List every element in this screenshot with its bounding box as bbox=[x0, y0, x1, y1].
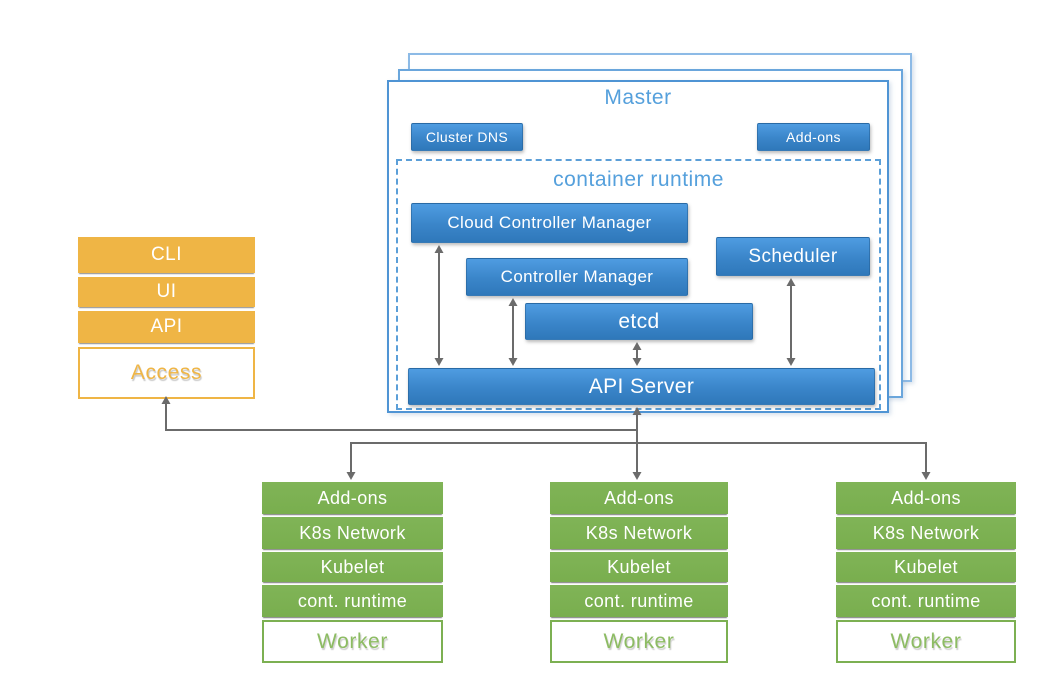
worker-row-cont-runtime: cont. runtime bbox=[836, 585, 1016, 617]
worker-stack-1: Add-ons K8s Network Kubelet cont. runtim… bbox=[262, 482, 443, 663]
access-row-ui: UI bbox=[78, 277, 255, 307]
scheduler-node: Scheduler bbox=[716, 237, 870, 276]
worker-stack-2: Add-ons K8s Network Kubelet cont. runtim… bbox=[550, 482, 728, 663]
worker-label: Worker bbox=[836, 620, 1016, 663]
worker-row-addons: Add-ons bbox=[836, 482, 1016, 514]
access-label: Access bbox=[78, 347, 255, 399]
controller-manager-node: Controller Manager bbox=[466, 258, 688, 296]
worker-row-cont-runtime: cont. runtime bbox=[262, 585, 443, 617]
cluster-dns-node: Cluster DNS bbox=[411, 123, 523, 151]
etcd-node: etcd bbox=[525, 303, 753, 340]
worker-row-k8s-network: K8s Network bbox=[836, 517, 1016, 549]
master-title: Master bbox=[604, 86, 672, 109]
worker-row-cont-runtime: cont. runtime bbox=[550, 585, 728, 617]
worker-row-k8s-network: K8s Network bbox=[550, 517, 728, 549]
worker-row-kubelet: Kubelet bbox=[550, 552, 728, 582]
access-stack: CLI UI API Access bbox=[78, 237, 255, 399]
worker-label: Worker bbox=[550, 620, 728, 663]
container-runtime-title: container runtime bbox=[553, 168, 724, 191]
worker-row-addons: Add-ons bbox=[262, 482, 443, 514]
worker-row-kubelet: Kubelet bbox=[836, 552, 1016, 582]
worker-row-kubelet: Kubelet bbox=[262, 552, 443, 582]
access-row-cli: CLI bbox=[78, 237, 255, 273]
cloud-controller-manager-node: Cloud Controller Manager bbox=[411, 203, 688, 243]
worker-row-addons: Add-ons bbox=[550, 482, 728, 514]
master-addons-node: Add-ons bbox=[757, 123, 870, 151]
worker-row-k8s-network: K8s Network bbox=[262, 517, 443, 549]
worker-label: Worker bbox=[262, 620, 443, 663]
access-row-api: API bbox=[78, 311, 255, 343]
api-server-node: API Server bbox=[408, 368, 875, 405]
worker-stack-3: Add-ons K8s Network Kubelet cont. runtim… bbox=[836, 482, 1016, 663]
